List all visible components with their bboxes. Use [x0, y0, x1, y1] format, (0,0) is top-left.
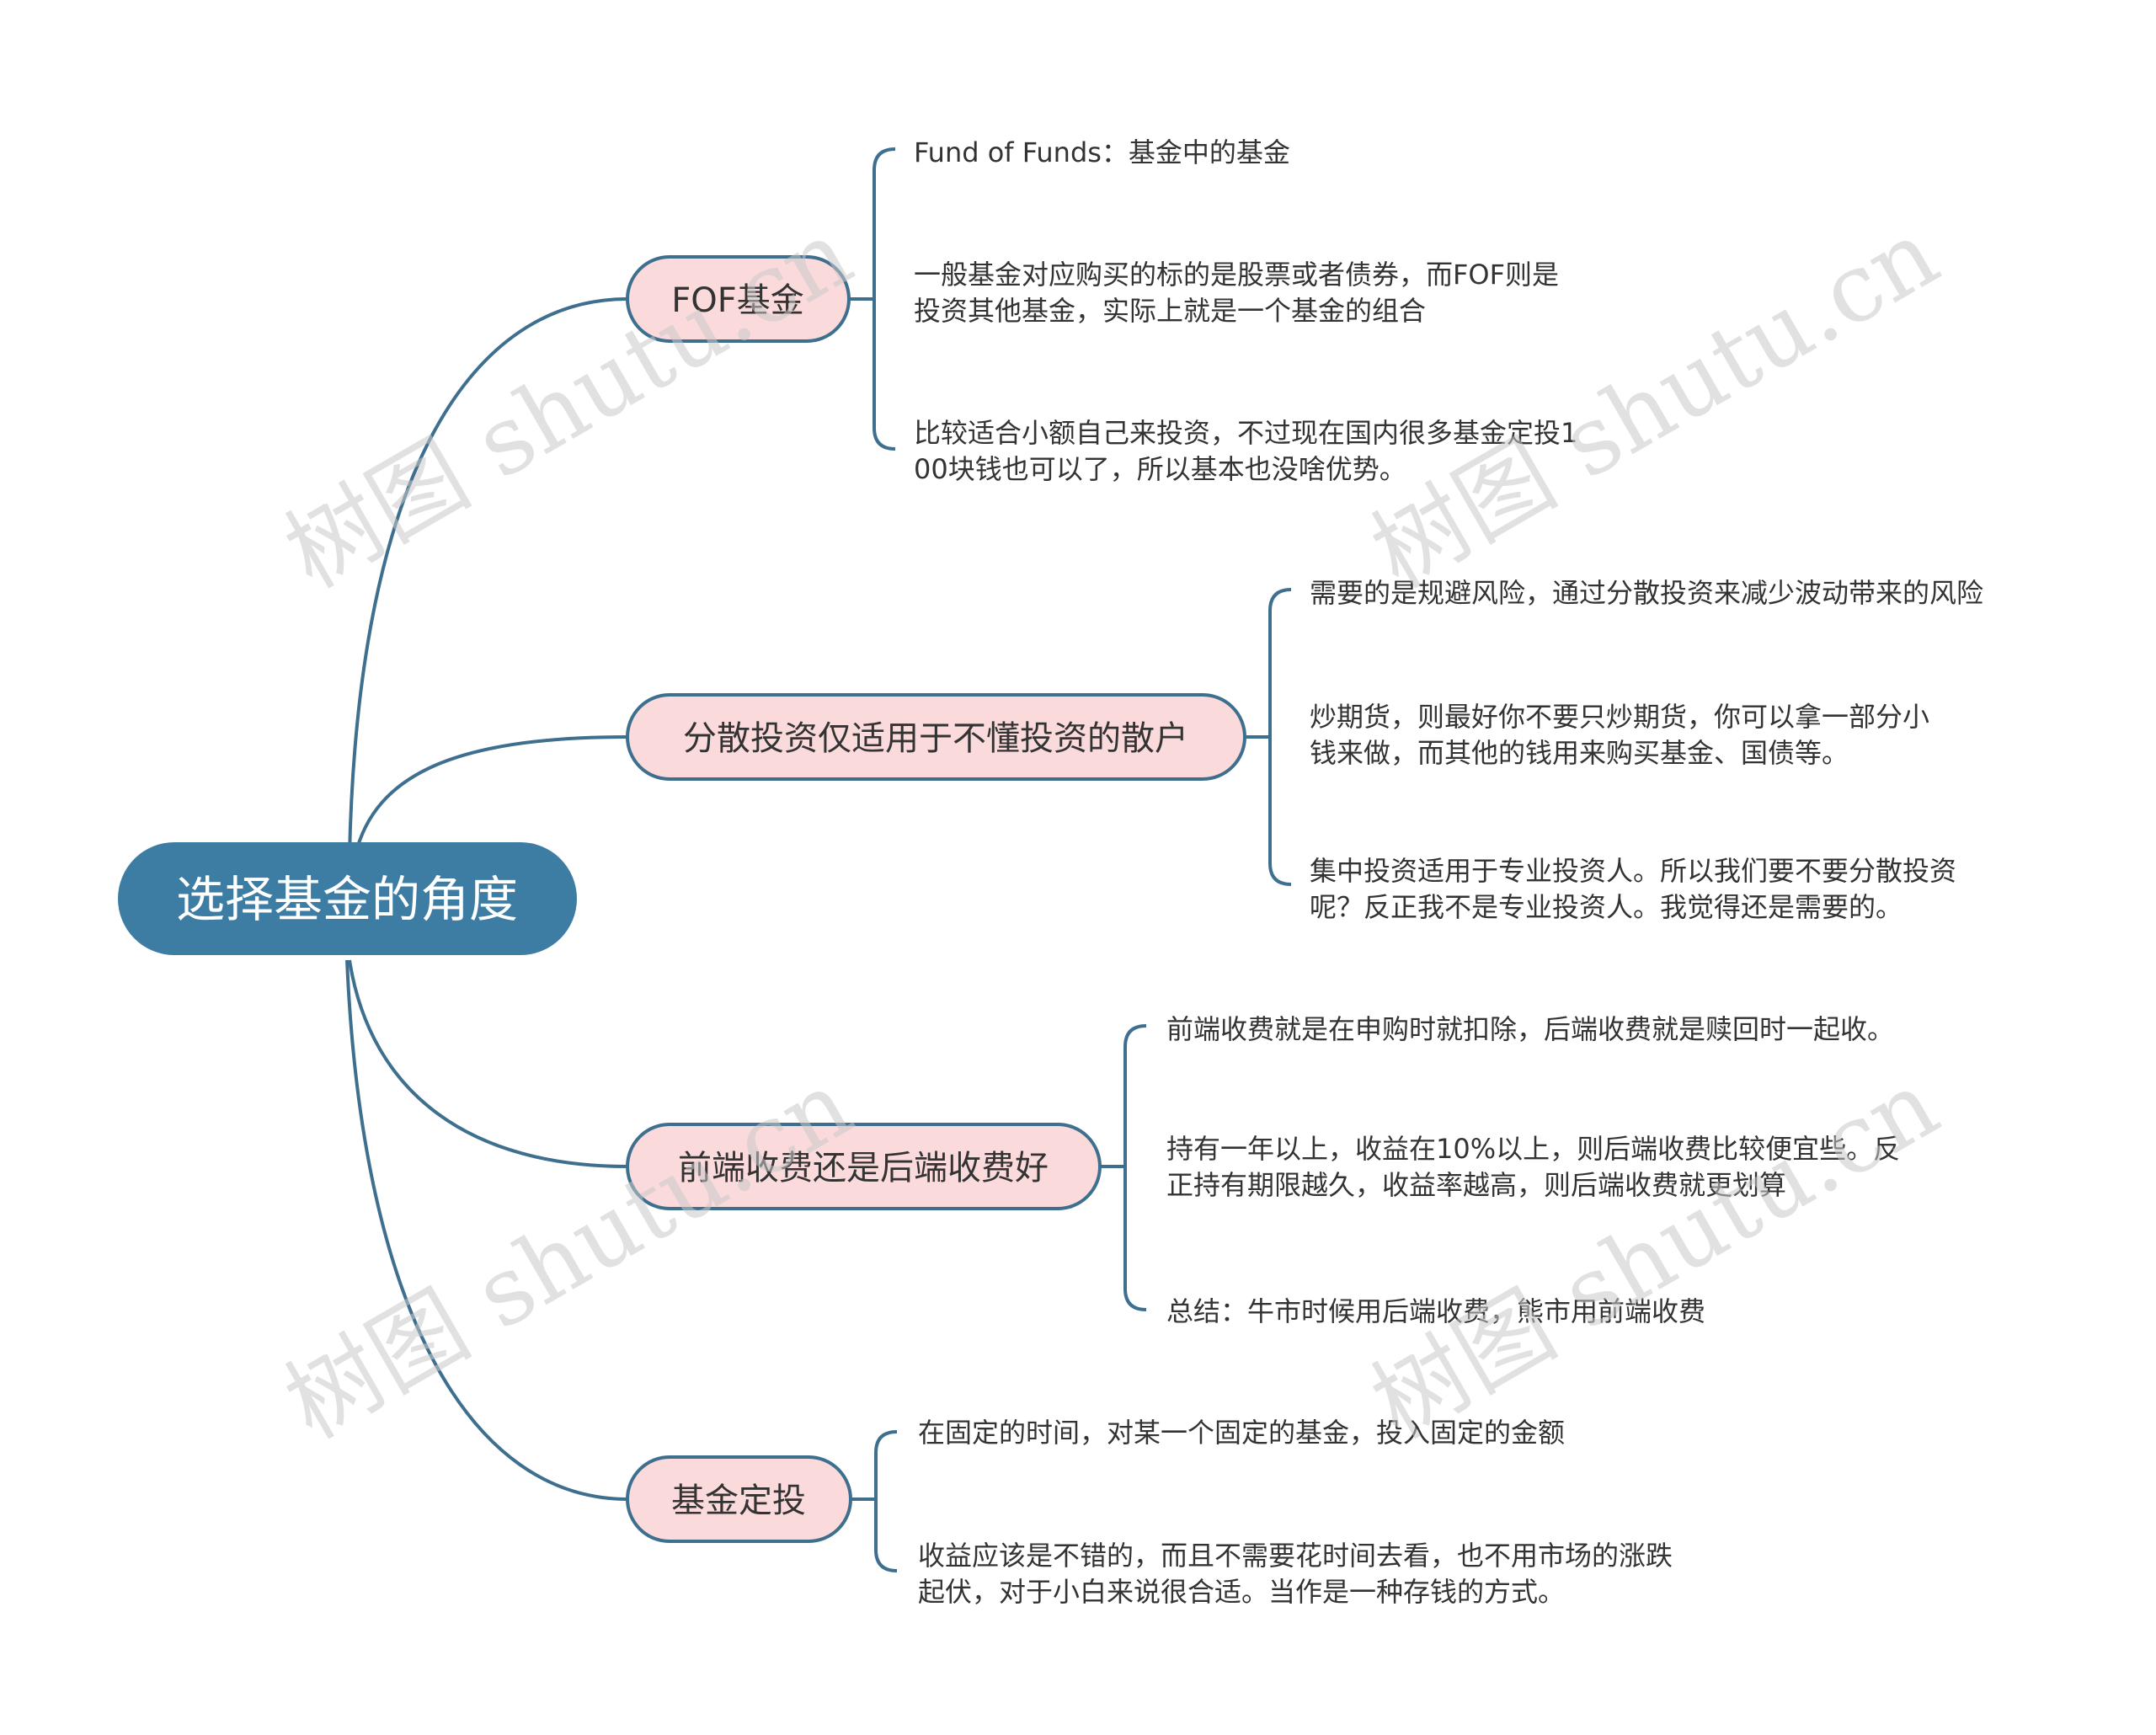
leaf-line: 起伏，对于小白来说很合适。当作是一种存钱的方式。 [918, 1576, 1565, 1608]
watermark: 树图 shutu.cn [269, 1049, 870, 1460]
connector-root-sip [345, 959, 628, 1501]
leaf-line: 投资其他基金，实际上就是一个基金的组合 [914, 295, 1426, 327]
bracket-diversify [1245, 588, 1292, 886]
connector-root-fof [348, 297, 628, 856]
leaf-text: 前端收费就是在申购时就扣除，后端收费就是赎回时一起收。 [1166, 1013, 1894, 1045]
branch-topic-diversify[interactable]: 分散投资仅适用于不懂投资的散户 [626, 693, 1246, 781]
watermark: 树图 shutu.cn [1355, 1049, 1956, 1460]
branch-topic-label: 分散投资仅适用于不懂投资的散户 [683, 719, 1188, 758]
connector-root-diversify [354, 735, 628, 856]
leaf-group-diversify: 需要的是规避风险，通过分散投资来减少波动带来的风险 炒期货，则最好你不要只炒期货… [1310, 577, 1983, 923]
branch-topic-fees[interactable]: 前端收费还是后端收费好 [626, 1123, 1102, 1210]
leaf-text: Fund of Funds：基金中的基金 [914, 136, 1290, 168]
leaf-line: 总结：牛市时候用后端收费，熊市用前端收费 [1166, 1295, 1705, 1327]
leaf-text: 在固定的时间，对某一个固定的基金，投入固定的金额 [918, 1417, 1565, 1449]
branch-topic-box [626, 255, 851, 343]
root-topic-label: 选择基金的角度 [176, 871, 518, 928]
leaf-text: 总结：牛市时候用后端收费，熊市用前端收费 [1166, 1295, 1705, 1327]
leaf-line: 呢？反正我不是专业投资人。我觉得还是需要的。 [1310, 891, 1903, 923]
branch-topic-box [626, 1455, 852, 1543]
branch-topic-box [626, 1123, 1102, 1210]
leaf-line: 正持有期限越久，收益率越高，则后端收费就更划算 [1166, 1169, 1786, 1201]
branch-topic-box [626, 693, 1246, 781]
bracket-fees [1100, 1024, 1147, 1311]
leaf-text: 持有一年以上，收益在10%以上，则后端收费比较便宜些。反 正持有期限越久，收益率… [1166, 1133, 1908, 1201]
root-topic-box [118, 842, 577, 955]
leaf-line: 一般基金对应购买的标的是股票或者债券，而FOF则是 [914, 259, 1559, 291]
leaf-line: 在固定的时间，对某一个固定的基金，投入固定的金额 [918, 1417, 1565, 1449]
branch-topic-label: FOF基金 [671, 281, 804, 320]
bracket-fof [849, 147, 896, 451]
leaf-line: 集中投资适用于专业投资人。所以我们要不要分散投资 [1310, 855, 1956, 887]
branch-topic-sip[interactable]: 基金定投 [626, 1455, 852, 1543]
leaf-text: 集中投资适用于专业投资人。所以我们要不要分散投资 呢？反正我不是专业投资人。我觉… [1310, 855, 1965, 923]
branch-topic-fof[interactable]: FOF基金 [626, 255, 851, 343]
connector-root-fees [348, 959, 628, 1168]
leaf-line: 持有一年以上，收益在10%以上，则后端收费比较便宜些。反 [1166, 1133, 1900, 1165]
bracket-sip [851, 1430, 898, 1572]
leaf-group-fees: 前端收费就是在申购时就扣除，后端收费就是赎回时一起收。 持有一年以上，收益在10… [1166, 1013, 1908, 1327]
leaf-line: 收益应该是不错的，而且不需要花时间去看，也不用市场的涨跌 [918, 1540, 1673, 1572]
root-connectors [345, 297, 628, 1501]
bracket-connectors [849, 147, 1292, 1572]
leaf-group-fof: Fund of Funds：基金中的基金 一般基金对应购买的标的是股票或者债券，… [914, 136, 1587, 485]
leaf-text: 炒期货，则最好你不要只炒期货，你可以拿一部分小 钱来做，而其他的钱用来购买基金、… [1310, 701, 1938, 769]
leaf-text: 比较适合小额自己来投资，不过现在国内很多基金定投1 00块钱也可以了，所以基本也… [914, 417, 1587, 485]
leaf-line: 炒期货，则最好你不要只炒期货，你可以拿一部分小 [1310, 701, 1929, 733]
leaf-text: 收益应该是不错的，而且不需要花时间去看，也不用市场的涨跌 起伏，对于小白来说很合… [918, 1540, 1681, 1608]
root-topic[interactable]: 选择基金的角度 [118, 842, 577, 955]
leaf-line: Fund of Funds：基金中的基金 [914, 136, 1290, 168]
branch-topic-label: 前端收费还是后端收费好 [678, 1149, 1049, 1188]
leaf-text: 一般基金对应购买的标的是股票或者债券，而FOF则是 投资其他基金，实际上就是一个… [914, 259, 1567, 327]
leaf-line: 需要的是规避风险，通过分散投资来减少波动带来的风险 [1310, 577, 1983, 609]
watermark: 树图 shutu.cn [269, 199, 870, 609]
leaf-line: 00块钱也可以了，所以基本也没啥优势。 [914, 453, 1406, 485]
leaf-line: 前端收费就是在申购时就扣除，后端收费就是赎回时一起收。 [1166, 1013, 1894, 1045]
leaf-line: 钱来做，而其他的钱用来购买基金、国债等。 [1310, 737, 1849, 769]
watermarks: 树图 shutu.cn 树图 shutu.cn 树图 shutu.cn 树图 s… [269, 199, 1956, 1460]
leaf-text: 需要的是规避风险，通过分散投资来减少波动带来的风险 [1310, 577, 1983, 609]
leaf-line: 比较适合小额自己来投资，不过现在国内很多基金定投1 [914, 417, 1577, 449]
branch-topic-label: 基金定投 [671, 1481, 806, 1520]
leaf-group-sip: 在固定的时间，对某一个固定的基金，投入固定的金额 收益应该是不错的，而且不需要花… [918, 1417, 1681, 1608]
